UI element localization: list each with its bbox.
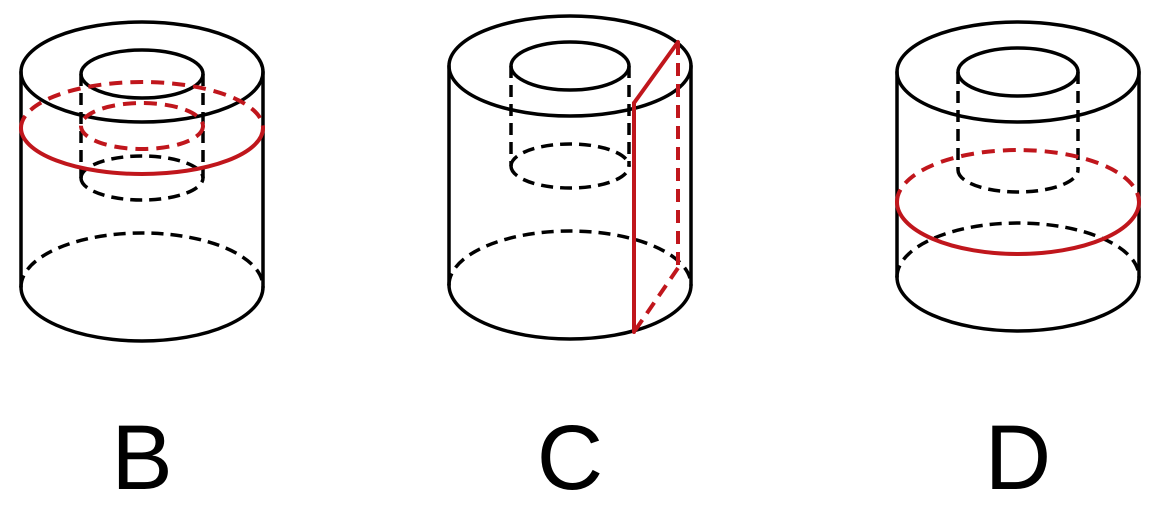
option-b-outer-top-rim xyxy=(19,20,265,124)
option-d-cut-front-arc xyxy=(895,200,1141,256)
option-d-inner-top-rim xyxy=(956,46,1080,98)
option-d-outer-top-rim xyxy=(895,20,1141,124)
option-d-label: D xyxy=(984,407,1052,509)
option-b-label: B xyxy=(111,407,173,509)
option-d-cut-back-arc xyxy=(895,148,1141,203)
option-b-cut-back-arc xyxy=(19,80,265,129)
option-c-bottom-front-arc xyxy=(447,283,693,341)
option-b-inner-top-rim xyxy=(79,48,205,100)
option-d-cylinder xyxy=(895,20,1141,333)
option-c-cut-bottom-edge xyxy=(632,266,680,334)
option-c-cut-top-edge xyxy=(632,40,680,105)
option-c-inner-bottom-back xyxy=(509,142,631,167)
option-d-inner-bottom-front xyxy=(956,169,1080,194)
option-b-cylinder xyxy=(19,20,265,343)
option-c-outer-top-rim xyxy=(447,14,693,118)
option-b-cut-inner-ring xyxy=(79,101,205,151)
option-b-bottom-back-arc xyxy=(19,231,265,288)
option-d-bottom-front-arc xyxy=(895,275,1141,333)
option-c-inner-bottom-front xyxy=(509,165,631,190)
option-c-cylinder xyxy=(447,14,693,341)
option-b-inner-bottom-front xyxy=(79,177,205,202)
option-c-label: C xyxy=(536,407,604,509)
option-b-bottom-front-arc xyxy=(19,285,265,343)
option-c-bottom-back-arc xyxy=(447,229,693,286)
option-b-cut-front-arc xyxy=(19,126,265,176)
option-c-inner-top-rim xyxy=(509,40,631,92)
option-d-bottom-back-arc xyxy=(895,221,1141,278)
